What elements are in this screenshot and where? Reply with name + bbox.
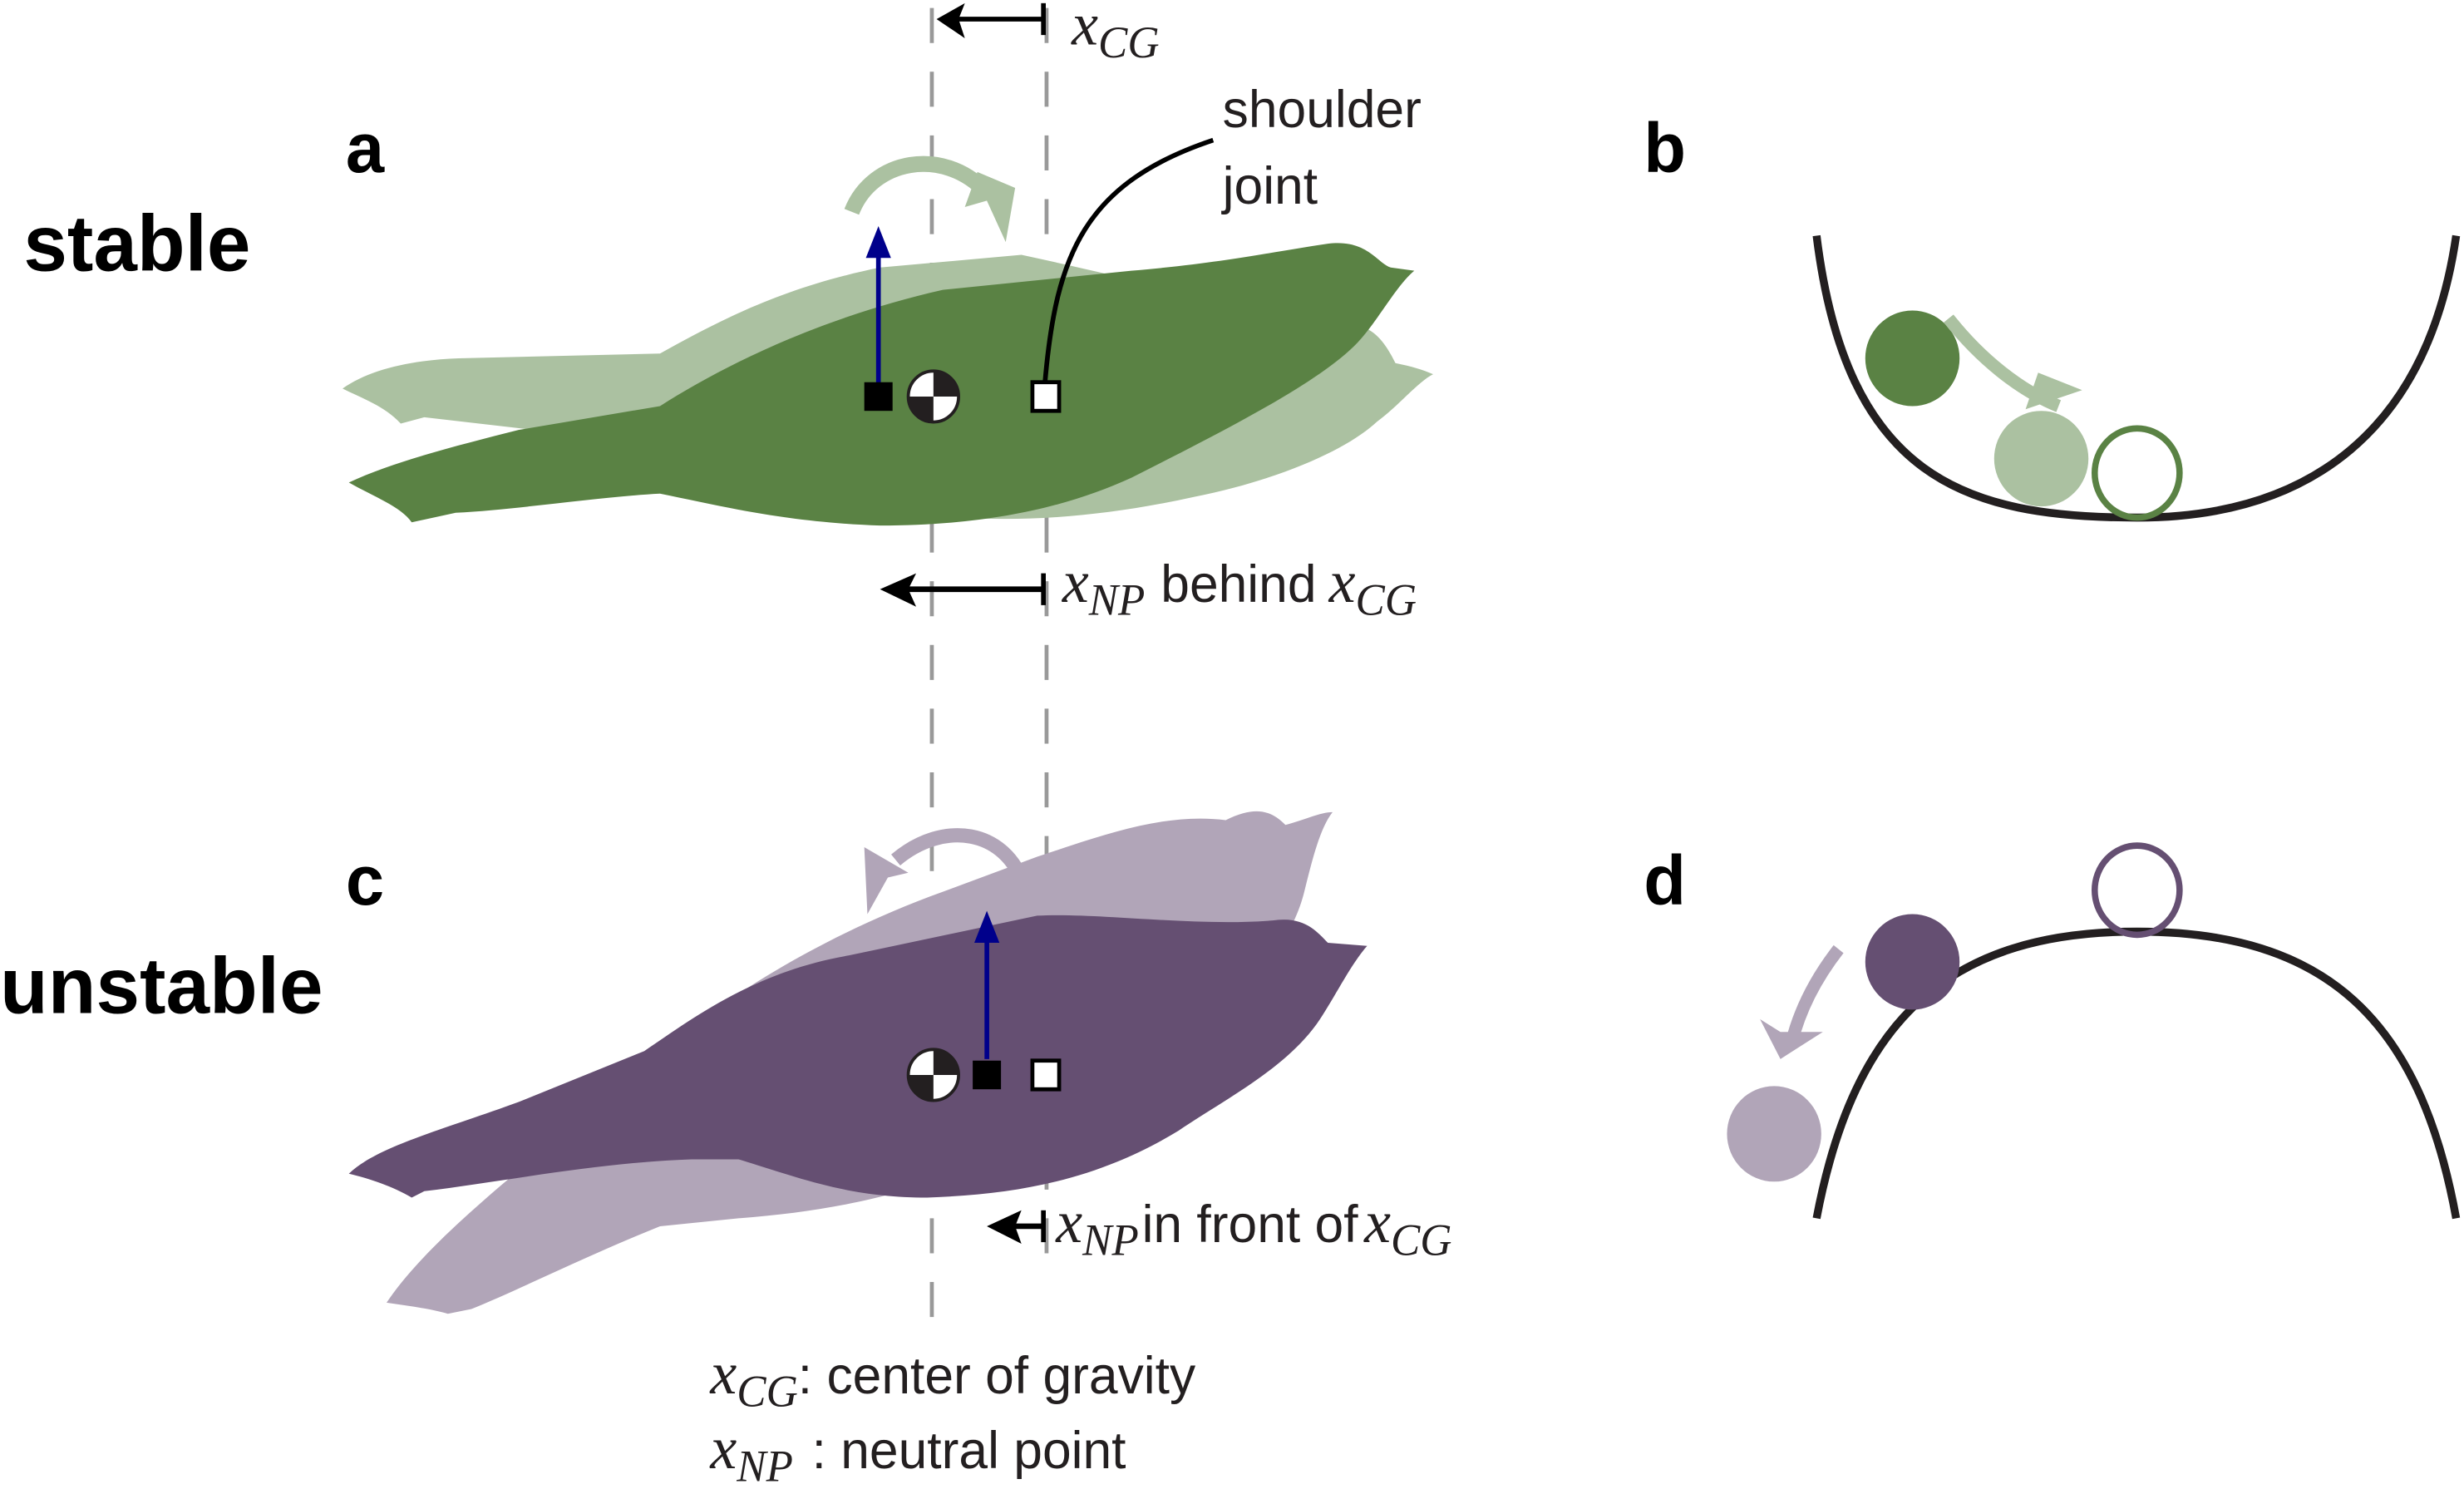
ball-stable-displaced [1865,310,1960,407]
legend-np: xNP: neutral point [709,1415,1126,1489]
rotation-arrow-unstable [864,828,1032,915]
lift-arrow-stable [865,226,891,391]
ball-stable-intermediate [1993,411,2089,507]
np-front-arrow [987,1210,1046,1245]
shoulder-leader-line [1042,137,1215,382]
shoulder-label-line1: shoulder [1223,81,1422,139]
ball-unstable-equilibrium [2091,842,2183,939]
lift-arrow-unstable [973,910,1000,1059]
center-of-gravity-icon-unstable [906,1048,960,1102]
top-cg-label: xCG [1071,0,1159,67]
row-label-unstable: unstable [0,942,323,1031]
panel-letter-c: c [346,841,384,920]
roll-arrow-stable [1944,314,2082,412]
shoulder-joint-marker-stable [1030,380,1062,413]
shoulder-joint-marker-unstable [1030,1058,1062,1092]
ball-stable-equilibrium [2091,425,2183,521]
neutral-point-marker-stable [864,382,893,412]
bird-unstable [348,915,1368,1198]
shoulder-label-line2: joint [1221,157,1318,215]
ball-unstable-fallen [1727,1086,1821,1182]
row-label-stable: stable [23,200,250,288]
np-behind-arrow [880,573,1046,607]
ball-unstable-displaced [1865,914,1960,1010]
rotation-arrow-stable [844,155,1016,243]
panel-letter-a: a [346,108,386,187]
center-of-gravity-icon-stable [906,369,960,424]
roll-arrow-unstable [1760,944,1844,1059]
panel-letter-d: d [1643,841,1686,920]
panel-letter-b: b [1643,108,1686,187]
legend-cg: xCG: center of gravity [709,1340,1195,1417]
neutral-point-marker-unstable [973,1060,1002,1090]
top-cg-arrow [936,2,1046,38]
